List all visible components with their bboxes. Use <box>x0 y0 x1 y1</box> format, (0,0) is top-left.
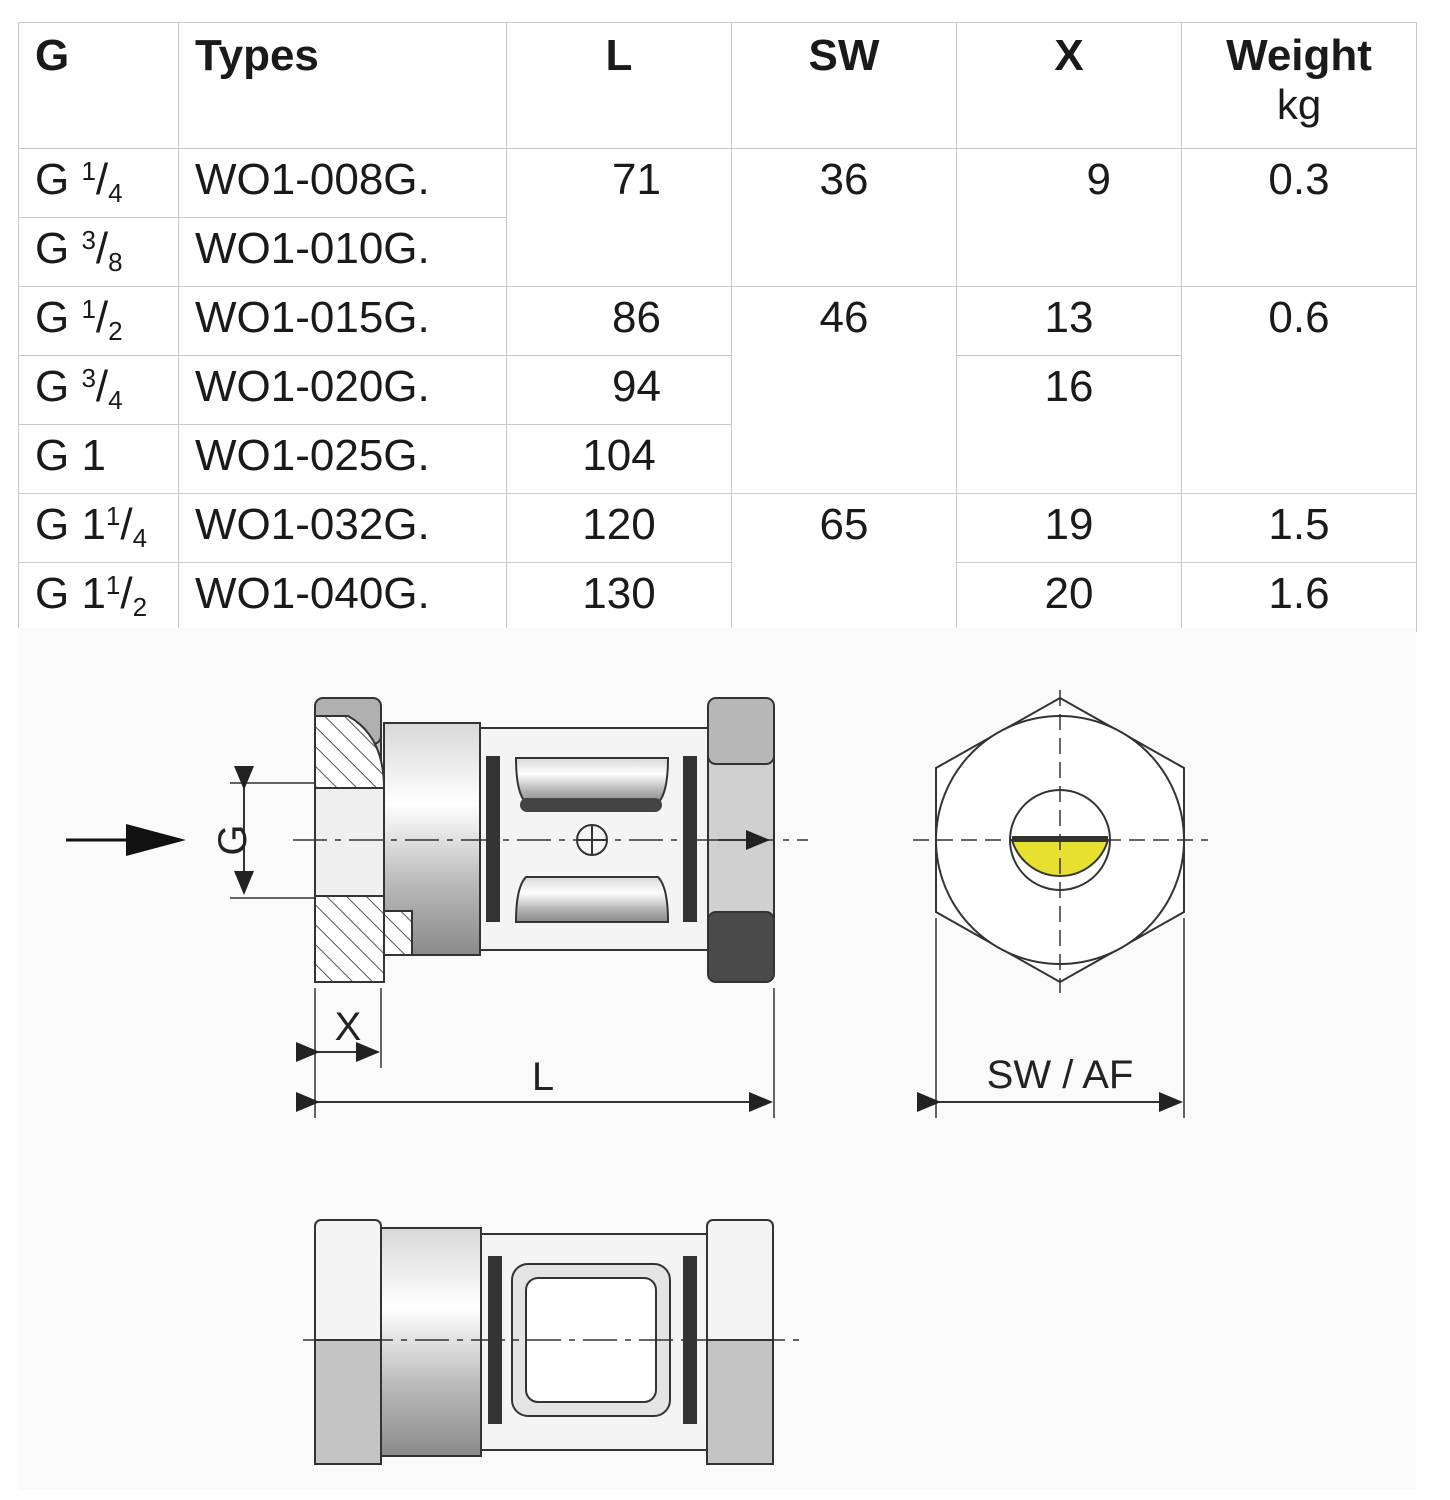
l-cell: 104 <box>506 424 732 494</box>
l-cell: 71 <box>506 148 732 287</box>
weight-cell: 0.3 <box>1181 148 1417 287</box>
type-cell: WO1-010G. <box>178 217 507 287</box>
g-cell: G 11/4 <box>18 493 179 563</box>
g-base: G <box>35 293 82 342</box>
l-cell: 130 <box>506 562 732 632</box>
body-top <box>380 1227 482 1457</box>
g-base: G <box>35 155 82 204</box>
weight-cell: 1.5 <box>1181 493 1417 563</box>
drawing-svg: G X L SW / AF <box>66 690 1208 1465</box>
label-g: G <box>211 824 255 855</box>
g-denominator: 4 <box>132 523 148 553</box>
x-cell: 19 <box>956 493 1182 563</box>
type-cell: WO1-008G. <box>178 148 507 218</box>
header-weight: Weight kg <box>1181 22 1417 149</box>
g-denominator: 4 <box>108 178 123 208</box>
type-cell: WO1-015G. <box>178 286 507 356</box>
g-base: G 1 <box>35 569 106 618</box>
g-cell: G 3/4 <box>18 355 179 425</box>
header-g: G <box>18 22 179 149</box>
header-weight-label: Weight <box>1226 31 1372 80</box>
weight-cell: 0.6 <box>1181 286 1417 494</box>
g-cell: G 3/8 <box>18 217 179 287</box>
table-row: G 3/4 WO1-020G. 94 16 <box>18 355 1417 494</box>
table-row: G 1/2 WO1-015G. 86 46 13 0.6 <box>18 286 1417 494</box>
g-numerator: 1 <box>105 501 121 531</box>
g-denominator: 2 <box>132 592 148 622</box>
seal-ring-right <box>683 756 697 922</box>
top-view <box>303 1219 803 1465</box>
g-numerator: 1 <box>81 156 96 186</box>
seal-ring-left <box>486 756 500 922</box>
g-numerator: 3 <box>81 363 96 393</box>
header-x: X <box>956 22 1182 149</box>
x-cell: 13 <box>956 286 1182 356</box>
l-cell: 94 <box>506 355 732 425</box>
l-cell: 120 <box>506 493 732 563</box>
x-cell: 16 <box>956 355 1182 494</box>
g-numerator: 1 <box>81 294 96 324</box>
g-cell: G 1/2 <box>18 286 179 356</box>
header-sw: SW <box>731 22 957 149</box>
table-row: G 1 WO1-025G. 104 <box>18 424 1417 494</box>
technical-drawing: G X L SW / AF <box>18 628 1416 1490</box>
table-row: G 3/8 WO1-010G. <box>18 217 1417 287</box>
table-row: G 11/4 WO1-032G. 120 65 19 1.5 <box>18 493 1417 632</box>
side-view: G X L <box>66 697 808 1118</box>
g-cell: G 11/2 <box>18 562 179 632</box>
end-view: SW / AF <box>913 690 1208 1118</box>
type-cell: WO1-020G. <box>178 355 507 425</box>
hatched-section-bottom <box>314 895 385 983</box>
type-cell: WO1-025G. <box>178 424 507 494</box>
l-cell: 86 <box>506 286 732 356</box>
table-row: G 11/2 WO1-040G. 130 20 1.6 <box>18 562 1417 632</box>
g-base: G 1 <box>35 500 106 549</box>
sw-cell: 36 <box>731 148 957 287</box>
x-cell: 9 <box>956 148 1182 287</box>
x-cell: 20 <box>956 562 1182 632</box>
header-weight-unit: kg <box>1276 81 1322 128</box>
weight-cell: 1.6 <box>1181 562 1417 632</box>
g-numerator: 3 <box>81 225 96 255</box>
label-x: X <box>335 1005 362 1049</box>
table-row: G 1/4 WO1-008G. 71 36 9 0.3 <box>18 148 1417 287</box>
indicator-bar <box>520 798 662 812</box>
g-base: G <box>35 224 82 273</box>
header-l: L <box>506 22 732 149</box>
g-numerator: 1 <box>105 570 121 600</box>
sw-cell: 65 <box>731 493 957 632</box>
dimension-table: G Types L SW X Weight kg G 1/4 WO1-008G.… <box>18 22 1417 632</box>
g-base: G <box>35 362 82 411</box>
header-types: Types <box>178 22 507 149</box>
g-denominator: 4 <box>108 385 123 415</box>
sw-cell: 46 <box>731 286 957 494</box>
label-sw-af: SW / AF <box>987 1053 1134 1097</box>
type-cell: WO1-040G. <box>178 562 507 632</box>
label-l: L <box>532 1055 554 1099</box>
table-header-row: G Types L SW X Weight kg <box>18 22 1417 149</box>
g-cell: G 1/4 <box>18 148 179 218</box>
g-denominator: 2 <box>108 316 123 346</box>
type-cell: WO1-032G. <box>178 493 507 563</box>
g-denominator: 8 <box>108 247 123 277</box>
g-cell: G 1 <box>18 424 179 494</box>
